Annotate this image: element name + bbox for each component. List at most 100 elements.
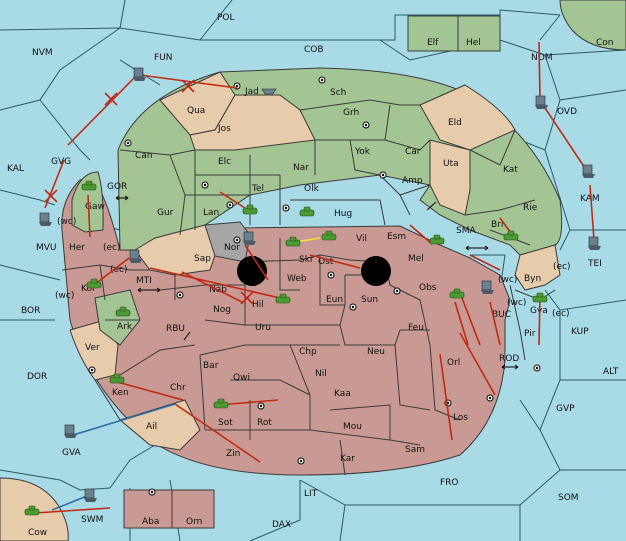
label-olk: Olk bbox=[304, 184, 320, 194]
label-swm: SWM bbox=[81, 515, 103, 525]
army-bri bbox=[503, 230, 519, 241]
label-gva: GVA bbox=[62, 448, 82, 458]
label-neu: Neu bbox=[367, 347, 385, 357]
label-kar: Kar bbox=[340, 454, 355, 464]
label-rot: Rot bbox=[257, 418, 272, 428]
army-gaw bbox=[81, 180, 97, 191]
label-nom: NOM bbox=[531, 53, 553, 63]
armies[interactable] bbox=[24, 180, 548, 516]
label-con: Con bbox=[596, 38, 614, 48]
label-elf: Elf bbox=[427, 38, 439, 48]
label-fro: FRO bbox=[440, 478, 459, 488]
label-mou: Mou bbox=[343, 422, 362, 432]
army-lan bbox=[242, 204, 258, 215]
label-sam: Sam bbox=[405, 445, 425, 455]
province-eld[interactable] bbox=[419, 84, 516, 151]
label-kaa: Kaa bbox=[334, 389, 351, 399]
label-ken: Ken bbox=[112, 388, 129, 398]
label-kup: KUP bbox=[571, 327, 589, 337]
fleet-gva-sea bbox=[64, 424, 77, 438]
label-hel: Hel bbox=[466, 38, 481, 48]
label-pir: Pir bbox=[524, 329, 536, 339]
label-eun: Eun bbox=[326, 295, 343, 305]
label-uta: Uta bbox=[443, 159, 459, 169]
label-vil: Vil bbox=[356, 234, 367, 244]
move-orders bbox=[34, 41, 595, 514]
label-bri: Bri bbox=[491, 220, 503, 230]
label-her: Her bbox=[69, 243, 85, 253]
province-elf[interactable] bbox=[407, 15, 459, 52]
fleet-ovd bbox=[535, 95, 548, 109]
label-uru: Uru bbox=[255, 323, 271, 333]
label-ec5: (ec) bbox=[552, 309, 570, 319]
army-skr bbox=[285, 236, 301, 247]
label-amp: Amp bbox=[402, 176, 423, 186]
label-nor: Nor bbox=[224, 243, 240, 253]
label-wc2: (wc) bbox=[498, 275, 517, 285]
label-alt: ALT bbox=[603, 367, 619, 377]
label-dax: DAX bbox=[272, 520, 291, 530]
label-wc3: (wc) bbox=[55, 291, 74, 301]
label-orn: Orn bbox=[186, 517, 202, 527]
province-byn[interactable] bbox=[514, 244, 561, 291]
label-eld: Eld bbox=[448, 118, 462, 128]
label-gur: Gur bbox=[157, 208, 174, 218]
label-jad: Jad bbox=[244, 87, 259, 97]
fleet-mvu bbox=[39, 212, 52, 226]
label-nar: Nar bbox=[293, 163, 309, 173]
province-hel[interactable] bbox=[457, 15, 501, 52]
label-nil: Nil bbox=[315, 369, 327, 379]
army-esm bbox=[429, 234, 445, 245]
label-ost: Ost bbox=[318, 257, 334, 267]
supply-centers bbox=[88, 76, 541, 496]
label-sma: SMA bbox=[456, 226, 476, 236]
label-zin: Zin bbox=[226, 449, 240, 459]
province-borders bbox=[61, 99, 556, 476]
army-kor bbox=[86, 278, 102, 289]
province-con[interactable] bbox=[559, 0, 626, 51]
label-buc: BUC bbox=[492, 310, 511, 320]
label-qwi: Qwi bbox=[233, 373, 250, 383]
label-sot: Sot bbox=[218, 418, 233, 428]
label-web: Web bbox=[287, 274, 307, 284]
label-sun: Sun bbox=[361, 295, 378, 305]
label-aba: Aba bbox=[142, 517, 159, 527]
label-elc: Elc bbox=[218, 157, 231, 167]
army-ark bbox=[115, 306, 131, 317]
label-byn: Byn bbox=[524, 274, 541, 284]
army-ken bbox=[109, 373, 125, 384]
label-fun: FUN bbox=[154, 53, 173, 63]
label-rod: ROD bbox=[499, 354, 519, 364]
army-hil bbox=[275, 293, 291, 304]
label-qua: Qua bbox=[187, 106, 205, 116]
label-grh: Grh bbox=[343, 108, 359, 118]
province-ail[interactable] bbox=[118, 399, 201, 451]
label-chr: Chr bbox=[170, 383, 186, 393]
failed-marks bbox=[44, 79, 254, 305]
impassable-zone bbox=[237, 256, 391, 286]
label-kam: KAM bbox=[580, 194, 600, 204]
label-bor: BOR bbox=[21, 306, 40, 316]
fleet-swm bbox=[84, 488, 97, 502]
label-wc1: (wc) bbox=[57, 217, 76, 227]
province-aba[interactable] bbox=[123, 489, 173, 529]
label-sch: Sch bbox=[330, 88, 346, 98]
province-orn[interactable] bbox=[171, 489, 215, 529]
province-ark[interactable] bbox=[94, 289, 141, 346]
label-kat: Kat bbox=[503, 165, 518, 175]
fleet-kam bbox=[582, 164, 595, 178]
army-sot bbox=[213, 398, 229, 409]
label-jos: Jos bbox=[217, 124, 231, 134]
label-ec3: (ec) bbox=[553, 262, 571, 272]
label-nvm: NVM bbox=[32, 48, 53, 58]
label-lit: LIT bbox=[304, 489, 318, 499]
label-car: Car bbox=[405, 147, 421, 157]
label-ec2: (ec) bbox=[110, 265, 128, 275]
label-esm: Esm bbox=[387, 232, 406, 242]
label-ail: Ail bbox=[146, 422, 157, 432]
label-tei: TEI bbox=[587, 259, 602, 269]
province-sap[interactable] bbox=[134, 224, 216, 276]
fleets[interactable] bbox=[39, 67, 601, 502]
fleet-nor bbox=[243, 231, 256, 245]
